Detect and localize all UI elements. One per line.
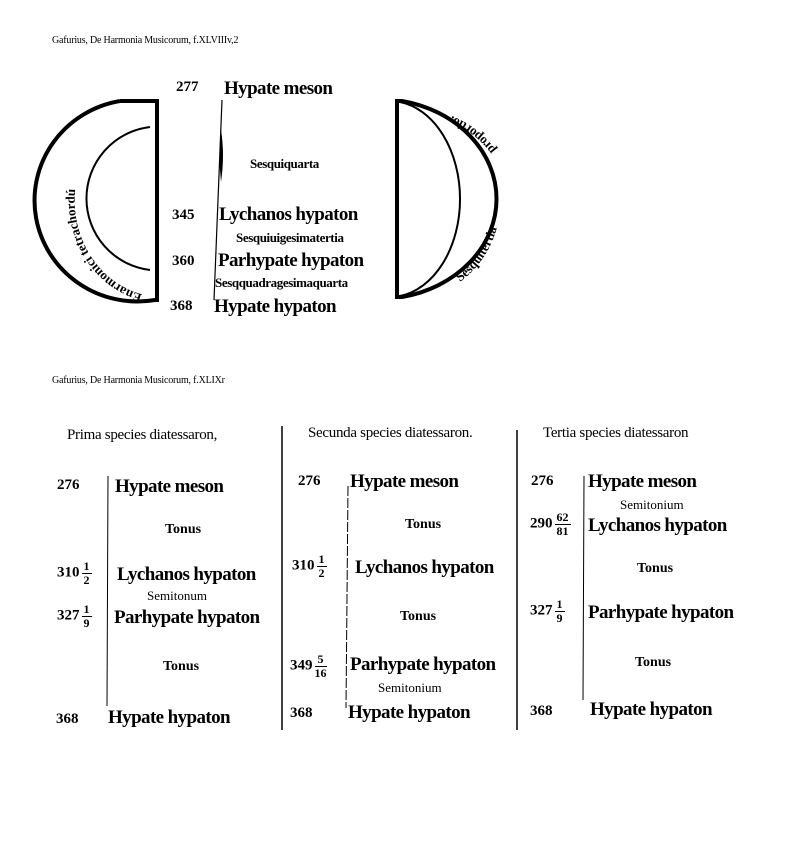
- column-title: Tertia species diatessaron: [543, 425, 689, 441]
- note-name: Lychanos hypaton: [355, 557, 494, 578]
- left-arc-label: Enarmonici tetrachordú: [63, 188, 144, 306]
- note-number: 368: [530, 703, 553, 719]
- note-name: Hypate meson: [224, 78, 333, 99]
- interval-label: Tonus: [405, 517, 442, 532]
- note-number: 345: [172, 207, 195, 223]
- interval-label: Tonus: [165, 522, 202, 537]
- note-number: 368: [290, 705, 313, 721]
- note-name: Hypate hypaton: [214, 296, 337, 317]
- right-arc-label-top: proportio.: [447, 113, 498, 157]
- interval-label: Tonus: [163, 659, 200, 674]
- note-number: 276: [298, 473, 321, 489]
- note-number: 276: [531, 473, 554, 489]
- note-number: 277: [176, 79, 199, 95]
- note-number: 368: [170, 298, 193, 314]
- column-title: Secunda species diatessaron.: [308, 425, 473, 441]
- note-name: Hypate hypaton: [348, 702, 471, 723]
- right-arc-label-bottom: Sesquitertia: [452, 224, 499, 284]
- note-name: Parhypate hypaton: [218, 250, 364, 271]
- interval-label: Semitonum: [147, 588, 207, 603]
- figure2-lines: [106, 426, 585, 730]
- interval-label: Semitonium: [620, 497, 684, 512]
- interval-label: Sesquiquarta: [250, 156, 319, 171]
- note-name: Lychanos hypaton: [219, 204, 358, 225]
- note-name: Hypate meson: [350, 471, 459, 492]
- interval-label: Tonus: [400, 609, 437, 624]
- figure1-caption: Gafurius, De Harmonia Musicorum, f.XLVII…: [52, 35, 239, 46]
- note-number: 368: [56, 711, 79, 727]
- note-name: Hypate meson: [115, 476, 224, 497]
- interval-label: Semitonium: [378, 680, 442, 695]
- note-name: Hypate meson: [588, 471, 697, 492]
- note-name: Lychanos hypaton: [588, 515, 727, 536]
- note-name: Parhypate hypaton: [114, 607, 260, 628]
- interval-label: Sesquiuigesimatertia: [236, 230, 344, 245]
- figure1-string-line: [213, 99, 223, 301]
- note-name: Lychanos hypaton: [117, 564, 256, 585]
- interval-label: Tonus: [637, 561, 674, 576]
- interval-label: Tonus: [635, 655, 672, 670]
- note-number: 276: [57, 477, 80, 493]
- left-arc-diagram: Enarmonici tetrachordú: [32, 99, 159, 306]
- note-name: Hypate hypaton: [590, 699, 713, 720]
- column-title: Prima species diatessaron,: [67, 427, 218, 443]
- note-name: Parhypate hypaton: [350, 654, 496, 675]
- interval-label: Sesqquadragesimaquarta: [215, 275, 348, 290]
- right-arc-diagram: proportio. Sesquitertia: [395, 99, 500, 299]
- note-number: 360: [172, 253, 195, 269]
- note-name: Hypate hypaton: [108, 707, 231, 728]
- note-name: Parhypate hypaton: [588, 602, 734, 623]
- figure2-caption: Gafurius, De Harmonia Musicorum, f.XLIXr: [52, 375, 225, 386]
